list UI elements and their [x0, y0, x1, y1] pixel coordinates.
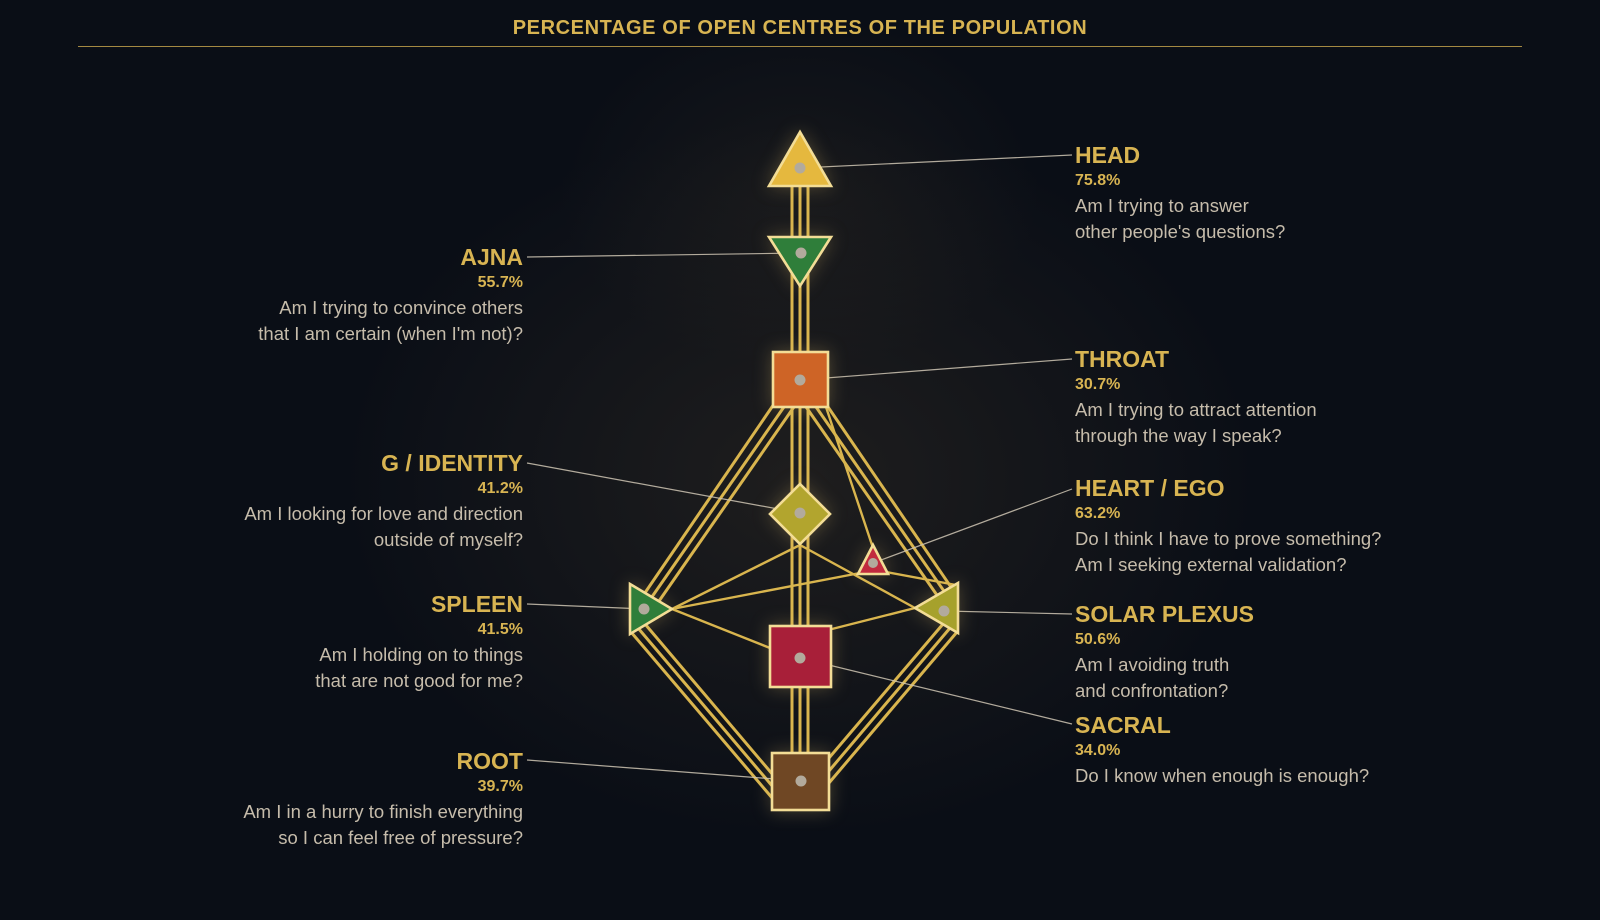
spleen-label: SPLEEN 41.5% Am I holding on to things t…: [315, 590, 523, 693]
solar-plexus-label-value: 50.6%: [1075, 631, 1121, 648]
spleen-question-line: that are not good for me?: [315, 669, 523, 691]
head-label-value: 75.8%: [1075, 172, 1121, 189]
head-centre-dot: [794, 162, 806, 174]
heart-ego-leader-line: [872, 488, 1073, 564]
sacral-question-line: Do I know when enough is enough?: [1075, 765, 1370, 786]
ajna-label: AJNA 55.7% Am I trying to convince other…: [258, 243, 523, 346]
g-identity-leader-line: [526, 462, 801, 514]
throat-label: THROAT 30.7% Am I trying to attract atte…: [1075, 345, 1317, 448]
root-question-line: so I can feel free of pressure?: [278, 826, 523, 848]
ajna-label-name: AJNA: [460, 244, 523, 270]
g-identity-question-line: Am I looking for love and direction: [244, 503, 523, 524]
heart-ego-label-value: 63.2%: [1075, 505, 1121, 522]
throat-leader-line: [799, 358, 1073, 381]
channel-sacral-root: [790, 685, 810, 757]
channel-spleen-sacral: [671, 607, 776, 652]
solar-plexus-leader-line: [943, 610, 1073, 615]
channel-g-solar-plexus: [799, 543, 916, 610]
title-divider: [78, 46, 1522, 47]
root-centre-dot: [795, 775, 807, 787]
g-identity-centre-dot: [794, 507, 806, 519]
throat-question-line: through the way I speak?: [1075, 424, 1282, 446]
throat-label-value: 30.7%: [1075, 376, 1121, 393]
heart-ego-question-line: Am I seeking external validation?: [1075, 553, 1347, 575]
solar-plexus-label-name: SOLAR PLEXUS: [1075, 601, 1254, 627]
head-question-line: Am I trying to answer: [1075, 195, 1249, 216]
sacral-label: SACRAL 34.0% Do I know when enough is en…: [1075, 711, 1369, 789]
sacral-centre-dot: [794, 652, 806, 664]
heart-ego-label: HEART / EGO 63.2% Do I think I have to p…: [1075, 474, 1381, 577]
channel-g-spleen: [671, 543, 801, 611]
ajna-centre-shape: [766, 235, 834, 289]
root-question-line: Am I in a hurry to finish everything: [243, 801, 523, 822]
solar-plexus-centre-dot: [938, 605, 950, 617]
spleen-label-name: SPLEEN: [430, 591, 523, 617]
root-label-value: 39.7%: [477, 778, 523, 795]
throat-centre-dot: [794, 374, 806, 386]
g-identity-question-line: outside of myself?: [373, 528, 523, 550]
sacral-label-name: SACRAL: [1075, 712, 1171, 738]
heart-ego-centre-dot: [868, 558, 878, 568]
solar-plexus-label: SOLAR PLEXUS 50.6% Am I avoiding truth a…: [1075, 600, 1254, 703]
head-leader-line: [799, 154, 1073, 169]
spleen-centre-dot: [638, 603, 650, 615]
page-title: PERCENTAGE OF OPEN CENTRES OF THE POPULA…: [512, 17, 1088, 39]
head-label: HEAD 75.8% Am I trying to answer other p…: [1075, 141, 1285, 244]
centre-shapes: [628, 129, 960, 812]
spleen-leader-line: [526, 603, 645, 610]
sacral-leader-line: [799, 657, 1073, 725]
head-label-name: HEAD: [1075, 142, 1141, 168]
channel-solar-plexus-root: [821, 623, 959, 791]
throat-question-line: Am I trying to attract attention: [1075, 399, 1317, 420]
ajna-label-value: 55.7%: [477, 274, 523, 291]
root-label-name: ROOT: [456, 748, 523, 774]
root-leader-line: [526, 759, 802, 782]
g-identity-label-value: 41.2%: [477, 480, 523, 497]
ajna-leader-line: [526, 252, 802, 258]
centre-dots: [638, 162, 950, 787]
leader-lines: [526, 154, 1073, 782]
throat-label-name: THROAT: [1075, 346, 1170, 372]
g-identity-label-name: G / IDENTITY: [381, 450, 523, 476]
channels: [629, 184, 959, 807]
channel-throat-heart: [824, 406, 875, 549]
sacral-label-value: 34.0%: [1075, 742, 1121, 759]
head-question-line: other people's questions?: [1075, 220, 1286, 242]
ajna-centre-dot: [795, 247, 807, 259]
root-label: ROOT 39.7% Am I in a hurry to finish eve…: [243, 747, 523, 850]
solar-plexus-question-line: Am I avoiding truth: [1075, 654, 1230, 675]
spleen-centre-shape: [628, 581, 675, 637]
channel-spleen-heart: [671, 571, 861, 611]
spleen-question-line: Am I holding on to things: [319, 644, 523, 665]
spleen-label-value: 41.5%: [477, 621, 523, 638]
channel-throat-spleen: [643, 403, 798, 603]
channel-spleen-root: [629, 623, 781, 807]
solar-plexus-question-line: and confrontation?: [1075, 679, 1229, 701]
ajna-question-line: that I am certain (when I'm not)?: [258, 322, 523, 344]
channel-heart-solar-plexus: [885, 570, 957, 587]
ajna-question-line: Am I trying to convince others: [279, 297, 523, 318]
channel-solar-plexus-sacral: [827, 606, 916, 632]
heart-ego-question-line: Do I think I have to prove something?: [1075, 528, 1382, 549]
g-identity-label: G / IDENTITY 41.2% Am I looking for love…: [244, 449, 523, 552]
head-centre-shape: [766, 129, 834, 188]
solar-plexus-centre-shape: [912, 580, 960, 636]
heart-ego-label-name: HEART / EGO: [1075, 475, 1225, 501]
